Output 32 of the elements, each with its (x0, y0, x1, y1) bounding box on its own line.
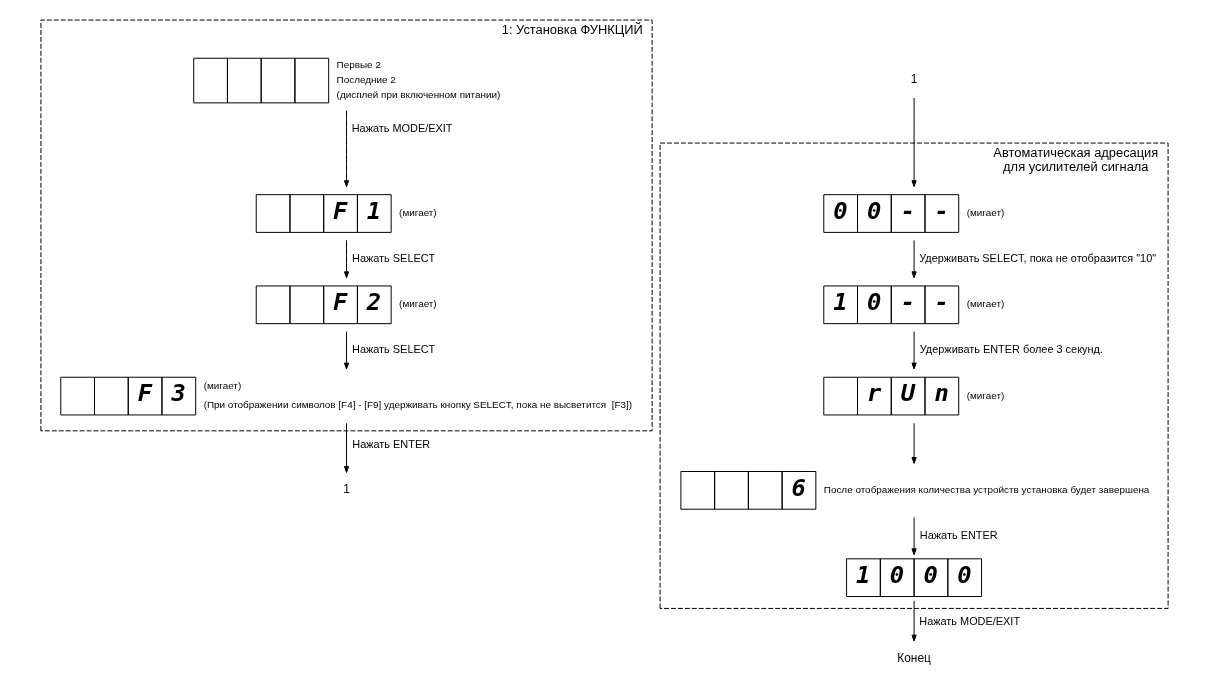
edge-label: Удерживать SELECT, пока не отобразится "10" (918, 251, 1156, 264)
edge-label: Нажать SELECT (351, 251, 435, 264)
edge-label: Нажать ENTER (351, 437, 430, 450)
node-label: (мигает) (398, 207, 437, 218)
arrow (911, 97, 917, 188)
node-label: (мигает) (203, 380, 241, 392)
arrow (343, 331, 349, 370)
node-text: 1 (342, 482, 350, 497)
node-label: После отображения количества устройств установка будет завершена (823, 483, 1149, 495)
node-label: Первые 2 (336, 59, 381, 71)
node-text: Конец (896, 651, 931, 666)
arrow (343, 239, 349, 279)
node-text: 1 (910, 72, 917, 87)
node-label: (мигает) (966, 389, 1004, 401)
node-label: (При отображении символов [F4] - [F9] удерживать кнопку SELECT, пока не высветится [F3]) (203, 399, 632, 410)
node-label: (дисплей при включенном питании) (336, 88, 500, 100)
arrow (911, 239, 917, 279)
edge-label: Нажать MODE/EXIT (918, 615, 1020, 628)
arrow (911, 422, 917, 464)
node-label: (мигает) (966, 207, 1004, 218)
edge-label: Нажать MODE/EXIT (351, 121, 452, 134)
node-label: (мигает) (966, 298, 1004, 310)
arrow (911, 331, 917, 370)
arrow (343, 110, 349, 188)
node-label: Последние 2 (336, 74, 396, 86)
arrow (911, 600, 917, 642)
edge-label: Удерживать ENTER более 3 секунд. (919, 343, 1103, 356)
edge-label: Нажать ENTER (919, 528, 998, 541)
edge-label: Нажать SELECT (351, 343, 435, 356)
arrow (343, 422, 349, 473)
node-label: (мигает) (398, 298, 437, 310)
arrow (911, 516, 917, 556)
